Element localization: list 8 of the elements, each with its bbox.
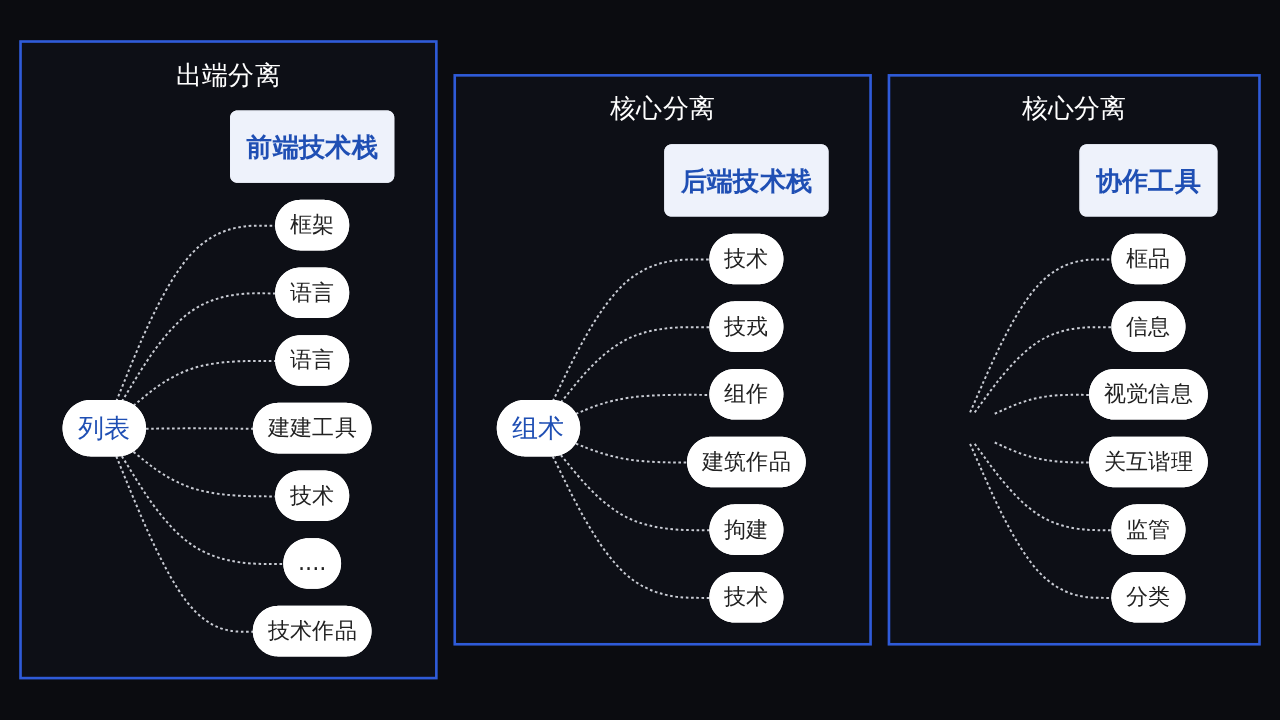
cluster [887,74,1261,646]
cluster [453,74,872,646]
connector [145,427,256,430]
connector [115,455,256,633]
connector [115,224,278,403]
cluster [19,40,438,680]
diagram: 出端分离 前端技术栈 列表 框架 语言 语言 建建工具 技术 .... 技术作品 核心分离 后端技术栈 组术 技术 技戎 组作 建筑作品 拘建 技术 核心分离 协作工具 框品 信息 视觉信息 关互谐理 监管 分类 [10,31,1270,689]
connector [120,292,278,403]
